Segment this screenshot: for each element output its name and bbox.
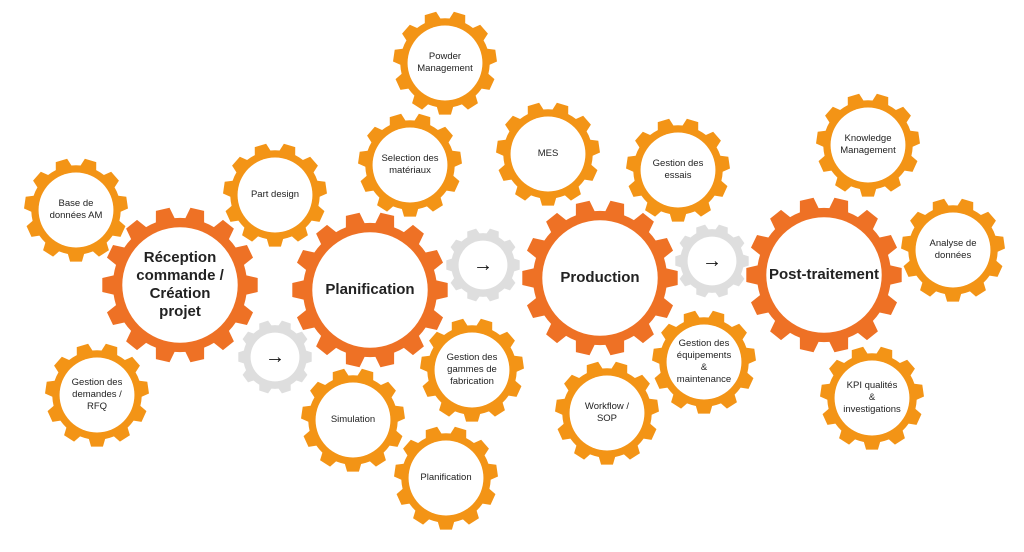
gear-icon: [24, 158, 128, 262]
gear-base-de-donnees-am: Base de données AM: [24, 158, 128, 262]
gear-icon: [555, 361, 659, 465]
gear-connector-3: →: [675, 224, 749, 298]
gear-kpi-qualites-investigations: KPI qualités & investigations: [820, 346, 924, 450]
gear-main-reception: Réception commande / Création projet: [102, 207, 258, 363]
gear-analyse-de-donnees: Analyse de données: [901, 198, 1005, 302]
sub-step-label: Base de données AM: [49, 198, 103, 221]
gear-icon: [102, 207, 258, 363]
gear-main-post-traitement: Post-traitement: [746, 197, 902, 353]
gear-icon: [901, 198, 1005, 302]
sub-step-label: Simulation: [330, 414, 376, 426]
gear-icon: [652, 310, 756, 414]
gear-icon: [446, 228, 520, 302]
arrow-right-icon: →: [265, 345, 285, 368]
main-stage-label: Planification: [325, 281, 415, 298]
gear-icon: [223, 143, 327, 247]
sub-step-label: Planification: [420, 472, 472, 484]
sub-step-label: Part design: [250, 189, 300, 201]
gear-icon: [420, 318, 524, 422]
sub-step-label: Workflow / SOP: [584, 401, 630, 424]
gear-icon: [675, 224, 749, 298]
gear-gestion-des-gammes-de-fabrication: Gestion des gammes de fabrication: [420, 318, 524, 422]
gear-icon: [496, 102, 600, 206]
main-stage-label: Production: [560, 269, 640, 286]
gear-main-planification: Planification: [292, 212, 448, 368]
sub-step-label: Powder Management: [417, 51, 473, 74]
gear-mes: MES: [496, 102, 600, 206]
sub-step-label: KPI qualités & investigations: [843, 380, 901, 415]
sub-step-label: Selection des matériaux: [381, 153, 439, 176]
gear-knowledge-management: Knowledge Management: [816, 93, 920, 197]
gear-powder-management: Powder Management: [393, 11, 497, 115]
gear-icon: [292, 212, 448, 368]
main-stage-label: Post-traitement: [768, 266, 880, 283]
sub-step-label: Knowledge Management: [840, 133, 896, 156]
gear-icon: [522, 200, 678, 356]
gear-icon: [301, 368, 405, 472]
gear-icon: [358, 113, 462, 217]
gear-icon: [746, 197, 902, 353]
gear-icon: [626, 118, 730, 222]
gear-planification-sub: Planification: [394, 426, 498, 530]
sub-step-label: Gestion des demandes / RFQ: [71, 377, 123, 412]
gear-icon: [393, 11, 497, 115]
gear-icon: [238, 320, 312, 394]
gear-icon: [816, 93, 920, 197]
sub-step-label: Gestion des gammes de fabrication: [446, 352, 498, 387]
sub-step-label: Gestion des essais: [652, 158, 704, 181]
gear-icon: [45, 343, 149, 447]
gear-simulation: Simulation: [301, 368, 405, 472]
main-stage-label: Réception commande / Création projet: [136, 249, 224, 320]
gear-icon: [820, 346, 924, 450]
arrow-right-icon: →: [473, 253, 493, 276]
sub-step-label: Analyse de données: [929, 238, 977, 261]
gear-icon: [394, 426, 498, 530]
gear-gestion-des-essais: Gestion des essais: [626, 118, 730, 222]
sub-step-label: MES: [537, 148, 559, 160]
gear-workflow-sop: Workflow / SOP: [555, 361, 659, 465]
gear-connector-1: →: [238, 320, 312, 394]
sub-step-label: Gestion des équipements & maintenance: [676, 338, 732, 385]
gear-selection-des-materiaux: Selection des matériaux: [358, 113, 462, 217]
gear-connector-2: →: [446, 228, 520, 302]
gear-part-design: Part design: [223, 143, 327, 247]
arrow-right-icon: →: [702, 249, 722, 272]
gear-gestion-des-demandes-rfq: Gestion des demandes / RFQ: [45, 343, 149, 447]
gear-main-production: Production: [522, 200, 678, 356]
gear-gestion-des-equipements-maintenance: Gestion des équipements & maintenance: [652, 310, 756, 414]
